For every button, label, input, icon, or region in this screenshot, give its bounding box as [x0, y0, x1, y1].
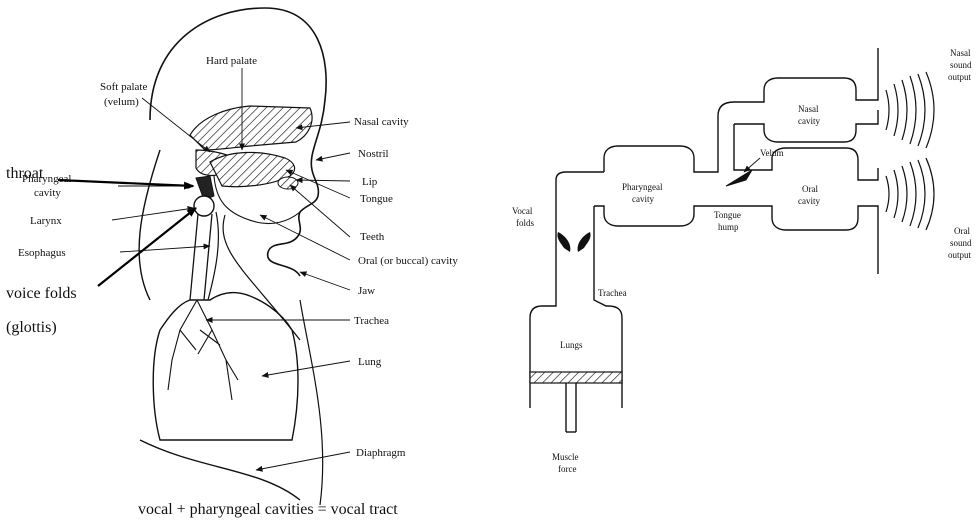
label-model-nasal-cavity-1: Nasal: [798, 104, 819, 114]
vocal-fold-right: [577, 232, 591, 252]
label-lung: Lung: [358, 356, 382, 368]
label-diaphragm: Diaphragm: [356, 447, 406, 459]
velum-flap: [725, 169, 753, 187]
label-jaw: Jaw: [358, 285, 375, 297]
esophagus-tube: [207, 211, 220, 301]
mechanical-model: [529, 48, 879, 433]
annotation-throat: throat: [6, 165, 44, 182]
lungs-piston-plate: [529, 371, 623, 384]
label-esophagus: Esophagus: [18, 247, 66, 259]
nasal-cavity-box: [733, 124, 879, 181]
lungs-box: [529, 171, 623, 408]
label-velum: (velum): [104, 96, 139, 108]
torso-outline: [152, 291, 299, 441]
neck-inner: [222, 214, 301, 341]
label-nostril: Nostril: [358, 148, 389, 160]
label-vocal-folds-2: folds: [516, 218, 534, 228]
label-teeth: Teeth: [360, 231, 385, 243]
diaphragm-curve: [139, 439, 301, 501]
velum-leader: [743, 157, 761, 173]
label-lungs: Lungs: [560, 340, 583, 350]
label-trachea: Trachea: [354, 315, 389, 327]
label-model-oral-cavity-1: Oral: [802, 184, 818, 194]
oral-cavity-box: [594, 205, 879, 274]
vocal-fold-left: [557, 232, 571, 252]
larynx-shape: [193, 195, 215, 217]
anatomy-leader-lines: [111, 68, 351, 472]
anatomy-labels: Hard palate Soft palate (velum) Nasal ca…: [6, 55, 458, 518]
neck-back: [138, 149, 161, 301]
label-model-oral-cavity-2: cavity: [798, 196, 820, 206]
annotation-glottis: (glottis): [6, 319, 57, 336]
lip-shape: [277, 176, 299, 190]
caption-vocal-tract: vocal + pharyngeal cavities = vocal trac…: [138, 501, 398, 518]
label-pharyngeal-cavity: cavity: [34, 187, 61, 199]
model-labels: Nasal sound output Nasal cavity Velum Ph…: [512, 48, 972, 474]
nasal-cavity-lower: [734, 110, 879, 143]
label-velum: Velum: [760, 148, 784, 158]
pharynx-shape: [195, 175, 215, 201]
label-model-trachea: Trachea: [598, 288, 627, 298]
body-outline-lower: [299, 299, 324, 506]
label-muscle-force-2: force: [558, 464, 576, 474]
oral-sound-waves: [885, 157, 935, 231]
label-nasal-output-1: Nasal: [950, 48, 971, 58]
label-tongue-hump-2: hump: [718, 222, 739, 232]
label-lip: Lip: [362, 176, 378, 188]
label-soft-palate: Soft palate: [100, 81, 147, 93]
bronchi-lines: [167, 299, 239, 401]
annotation-voice-folds: voice folds: [6, 285, 77, 302]
label-oral-output-3: output: [948, 250, 972, 260]
label-oral-output-1: Oral: [954, 226, 970, 236]
label-hard-palate: Hard palate: [206, 55, 257, 67]
label-model-pharyngeal-2: cavity: [632, 194, 654, 204]
label-pharyngeal: Pharyngeal: [22, 173, 71, 185]
label-nasal-output-3: output: [948, 72, 972, 82]
label-muscle-force-1: Muscle: [552, 452, 579, 462]
label-oral-output-2: sound: [950, 238, 972, 248]
annotation-arrows: [57, 178, 197, 287]
label-tongue: Tongue: [360, 193, 393, 205]
label-oral-cavity: Oral (or buccal) cavity: [358, 255, 458, 267]
head-outline: [149, 7, 327, 277]
vocal-tract-anatomy: [138, 7, 327, 506]
hard-palate-shape: [189, 105, 313, 151]
pharyngeal-cavity-box: [603, 48, 879, 173]
label-model-pharyngeal-1: Pharyngeal: [622, 182, 663, 192]
nasal-sound-waves: [885, 71, 935, 149]
label-model-nasal-cavity-2: cavity: [798, 116, 820, 126]
label-vocal-folds-1: Vocal: [512, 206, 533, 216]
label-nasal-output-2: sound: [950, 60, 972, 70]
label-tongue-hump-1: Tongue: [714, 210, 741, 220]
oral-cavity-outline: [213, 175, 301, 225]
trachea-tube: [189, 213, 213, 301]
tongue-shape: [209, 151, 296, 188]
label-nasal-cavity: Nasal cavity: [354, 116, 409, 128]
label-larynx: Larynx: [30, 215, 62, 227]
